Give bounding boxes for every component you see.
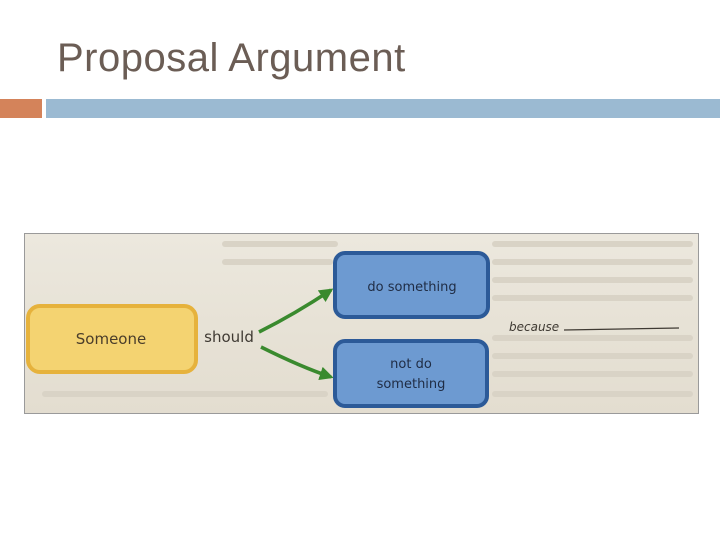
diagram-photo: Someone should do something not do somet… [24, 233, 699, 414]
option-do-something-box [333, 251, 490, 319]
reason-label: because [509, 320, 559, 334]
slide-title: Proposal Argument [57, 36, 406, 80]
background-page-texture [42, 241, 693, 397]
subject-label: Someone [76, 330, 146, 348]
modal-label: should [204, 328, 254, 346]
reason-blank-line [563, 327, 680, 331]
title-accent-bar [0, 99, 42, 118]
proposal-diagram: Someone should do something not do somet… [26, 241, 693, 408]
option-do-something-label: do something [367, 280, 456, 295]
arrow-to-not-do-something [260, 345, 334, 381]
title-divider-bar [46, 99, 720, 118]
subject-box [26, 304, 198, 374]
option-not-do-something-box [333, 339, 489, 408]
option-not-do-line1: not do [390, 357, 432, 372]
arrow-to-do-something [258, 288, 334, 334]
option-not-do-line2: something [377, 377, 446, 392]
